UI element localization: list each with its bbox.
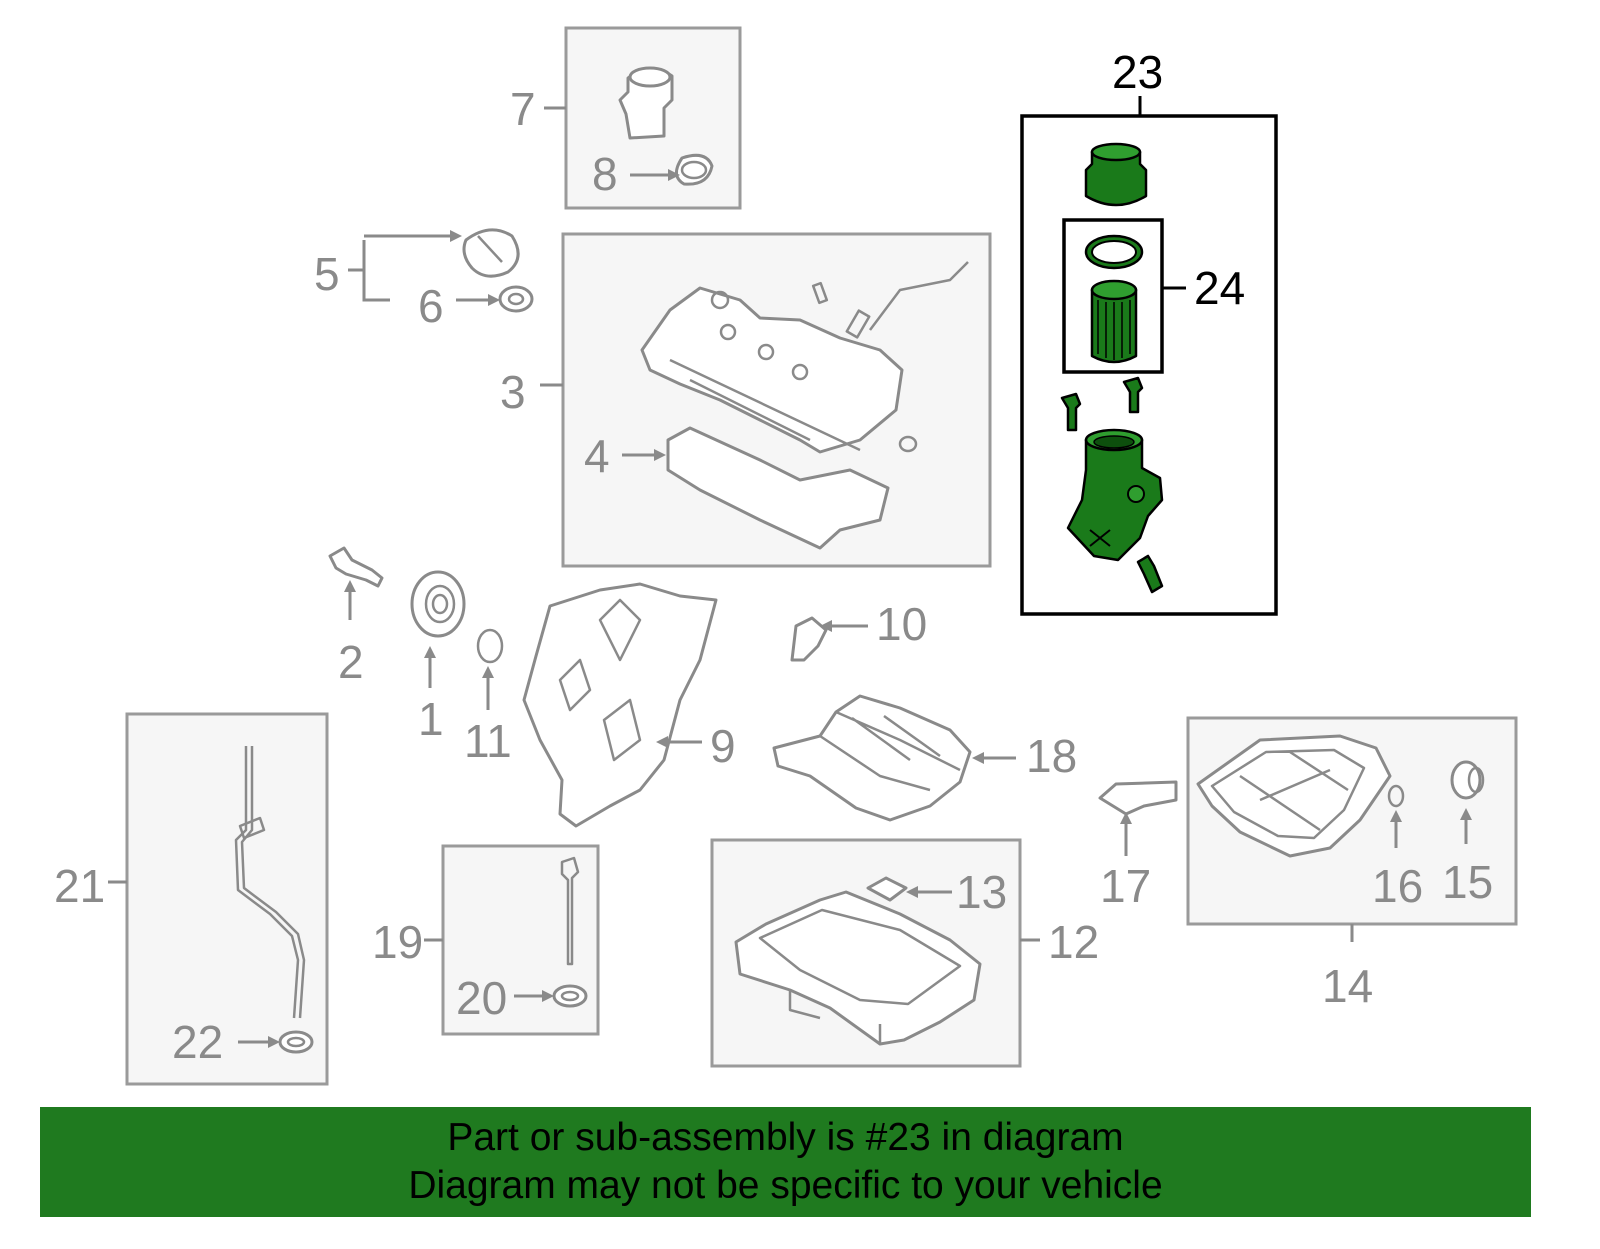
valve-cover-part[interactable]	[640, 286, 904, 454]
gasket-10-part[interactable]	[790, 616, 828, 662]
group-21-22: 21 22	[54, 712, 329, 1086]
seal-6-part[interactable]	[498, 285, 534, 313]
bolt-part-2[interactable]	[1122, 376, 1144, 414]
sensor-2-part[interactable]	[328, 546, 384, 588]
callout-2[interactable]: 2	[338, 636, 364, 688]
group-19-20: 19 20	[372, 844, 600, 1036]
callout-6[interactable]: 6	[418, 280, 444, 332]
callout-3[interactable]: 3	[500, 366, 526, 418]
callout-24[interactable]: 24	[1194, 262, 1245, 314]
oring-20-part[interactable]	[552, 984, 588, 1008]
baffle-18-part[interactable]	[772, 694, 972, 822]
group-9: 9	[522, 582, 736, 828]
bolt-part[interactable]	[1060, 392, 1082, 432]
plug-15-part[interactable]	[1450, 760, 1482, 800]
oil-cap-part[interactable]	[462, 228, 520, 278]
group-5-6: 5 6	[314, 228, 534, 332]
callout-19[interactable]: 19	[372, 916, 423, 968]
callout-23[interactable]: 23	[1112, 46, 1163, 98]
callout-12[interactable]: 12	[1048, 916, 1099, 968]
callout-8[interactable]: 8	[592, 148, 618, 200]
dipstick-part[interactable]	[560, 856, 580, 966]
banner-line-2: Diagram may not be specific to your vehi…	[408, 1164, 1163, 1207]
callout-7[interactable]: 7	[510, 83, 536, 135]
callout-20[interactable]: 20	[456, 972, 507, 1024]
banner-line-1: Part or sub-assembly is #23 in diagram	[447, 1116, 1124, 1159]
group-1-2-11: 2 1 11	[328, 546, 512, 767]
part-13[interactable]	[866, 876, 908, 902]
info-banner: Part or sub-assembly is #23 in diagram D…	[40, 1107, 1531, 1217]
group-10: 10	[790, 598, 927, 662]
box-21	[125, 712, 329, 1086]
group-18: 18	[772, 694, 1077, 822]
oring-22-part[interactable]	[278, 1030, 314, 1054]
filler-neck-opening	[628, 66, 672, 88]
callout-1[interactable]: 1	[418, 693, 444, 745]
callout-4[interactable]: 4	[584, 430, 610, 482]
oil-pan-upper-part[interactable]	[734, 890, 982, 1046]
seal-1-part[interactable]	[410, 570, 466, 638]
callout-14[interactable]: 14	[1322, 960, 1373, 1012]
oring-11-part[interactable]	[476, 628, 504, 664]
callout-9[interactable]: 9	[710, 720, 736, 772]
callout-11[interactable]: 11	[464, 715, 512, 767]
callout-13[interactable]: 13	[956, 866, 1007, 918]
callout-5[interactable]: 5	[314, 248, 340, 300]
callout-18[interactable]: 18	[1026, 730, 1077, 782]
callout-10[interactable]: 10	[876, 598, 927, 650]
oring-16-part[interactable]	[1387, 784, 1405, 808]
bolt-part-3[interactable]	[1136, 554, 1164, 594]
callout-17[interactable]: 17	[1100, 860, 1151, 912]
group-23: 23 24	[1020, 46, 1278, 616]
group-12-13: 13 12	[710, 838, 1099, 1068]
breather-tube	[869, 261, 969, 331]
group-14-15-16-17: 17 16 15 14	[1098, 716, 1518, 1012]
dipstick-tube-part[interactable]	[234, 746, 300, 1019]
callout-16[interactable]: 16	[1372, 860, 1423, 912]
timing-cover-part[interactable]	[522, 582, 718, 828]
callout-15[interactable]: 15	[1442, 856, 1493, 908]
group-3-4: 3 4	[500, 232, 992, 568]
group-7: 7 8	[510, 26, 742, 210]
callout-21[interactable]: 21	[54, 860, 105, 912]
gasket-4-part[interactable]	[666, 426, 890, 550]
callout-22[interactable]: 22	[172, 1016, 223, 1068]
gasket-17-part[interactable]	[1098, 780, 1178, 816]
